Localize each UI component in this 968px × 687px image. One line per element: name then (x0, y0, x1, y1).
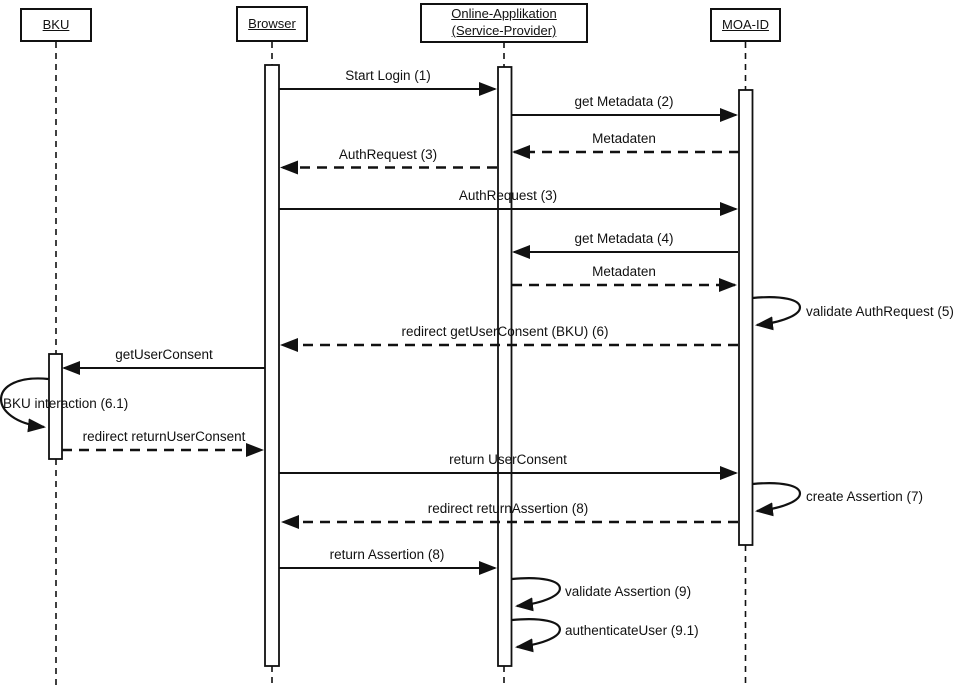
self-loop-authenticateuser (511, 618, 561, 653)
message-label-get-metadata-4: get Metadata (4) (574, 231, 674, 246)
participant-label-browser: Browser (248, 15, 296, 31)
participant-box-bku: BKU (20, 8, 92, 42)
message-label-metadaten-1: Metadaten (592, 131, 656, 146)
activation-bar-online-applikation (497, 66, 513, 667)
message-label-redirect-returnassertion: redirect returnAssertion (8) (427, 501, 589, 516)
participant-label-bku: BKU (42, 16, 70, 32)
self-loop-bku-interaction (0, 377, 49, 433)
message-label-bku-interaction: BKU interaction (6.1) (3, 396, 129, 411)
message-label-redirect-returnuserconsent: redirect returnUserConsent (82, 429, 246, 444)
message-label-authrequest-3-dashed: AuthRequest (3) (338, 147, 438, 162)
message-label-metadaten-2: Metadaten (592, 264, 656, 279)
message-label-validate-assertion: validate Assertion (9) (565, 584, 692, 599)
self-loop-validate-assertion (511, 577, 561, 612)
self-loop-create-assertion (752, 482, 801, 517)
participant-box-online-applikation: Online-Applikation (Service-Provider) (420, 3, 588, 43)
message-label-getuserconsent: getUserConsent (115, 347, 213, 362)
participant-box-moa-id: MOA-ID (710, 8, 781, 42)
message-label-get-metadata-2: get Metadata (2) (574, 94, 674, 109)
activation-bar-bku (48, 353, 63, 460)
message-label-authenticateuser: authenticateUser (9.1) (565, 623, 699, 638)
message-label-redirect-getuserconsent: redirect getUserConsent (BKU) (6) (401, 324, 609, 339)
message-label-validate-authrequest: validate AuthRequest (5) (806, 304, 954, 319)
activation-bar-moa-id (738, 89, 754, 546)
self-loop-validate-authrequest (752, 296, 801, 331)
activation-bar-browser (264, 64, 280, 667)
participant-label-moa-id: MOA-ID (722, 16, 769, 32)
message-label-authrequest-3-solid: AuthRequest (3) (458, 188, 558, 203)
message-label-start-login: Start Login (1) (345, 68, 431, 83)
message-label-return-userconsent: return UserConsent (449, 452, 567, 467)
message-label-create-assertion: create Assertion (7) (806, 489, 924, 504)
participant-box-browser: Browser (236, 6, 308, 42)
participant-label-online-applikation: Online-Applikation (Service-Provider) (451, 6, 557, 38)
message-label-return-assertion: return Assertion (8) (329, 547, 445, 562)
